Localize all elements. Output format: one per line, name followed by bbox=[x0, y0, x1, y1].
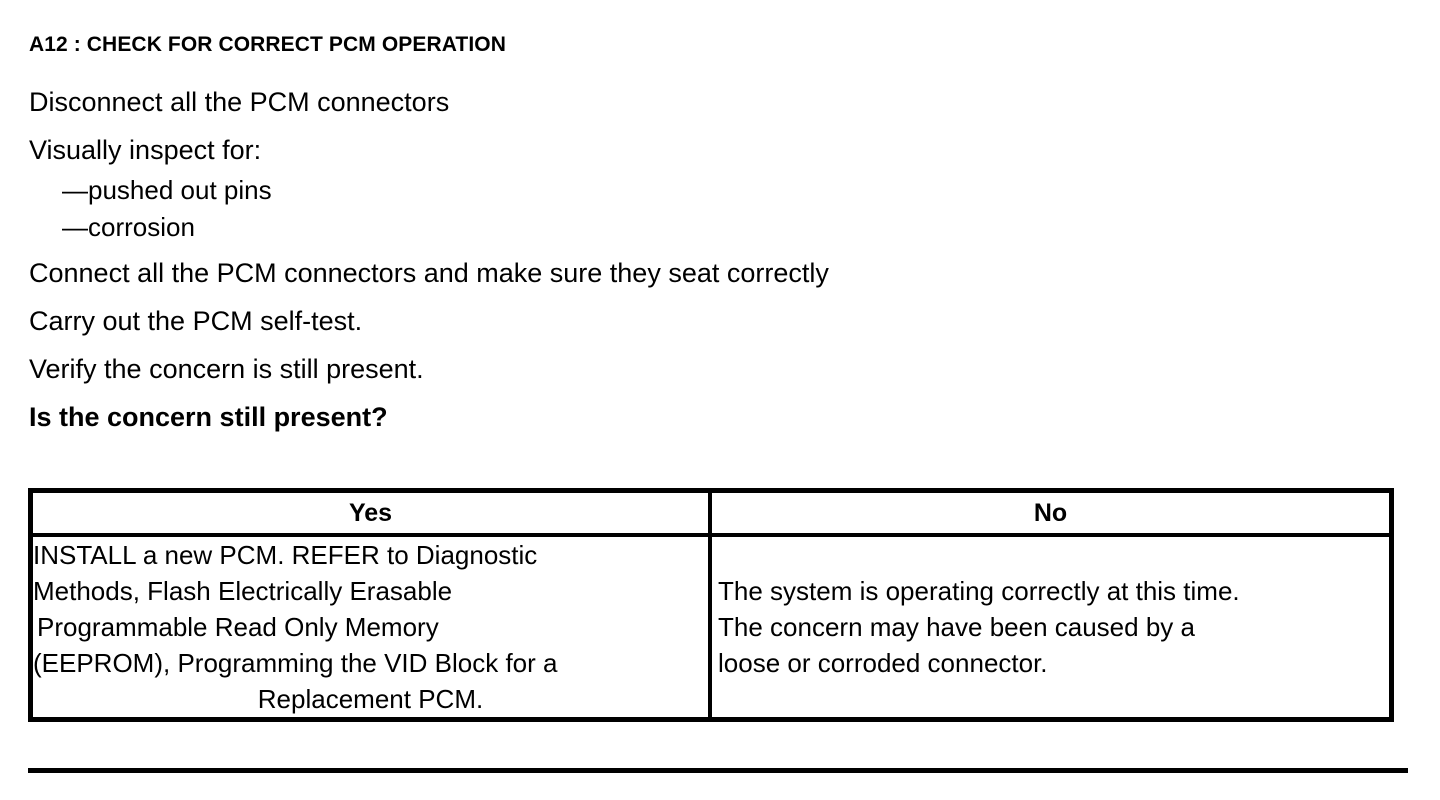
step-line: Visually inspect for: bbox=[29, 135, 262, 165]
cell-text-line: loose or corroded connector. bbox=[718, 648, 1048, 678]
table-header-yes: Yes bbox=[33, 493, 712, 533]
decision-table: Yes No INSTALL a new PCM. REFER to Diagn… bbox=[28, 488, 1394, 722]
list-item: —corrosion bbox=[62, 212, 195, 242]
cell-text-line: The concern may have been caused by a bbox=[718, 612, 1195, 642]
step-line: Verify the concern is still present. bbox=[29, 354, 424, 384]
cell-text-line: Programmable Read Only Memory bbox=[37, 612, 439, 642]
step-line: Disconnect all the PCM connectors bbox=[29, 87, 450, 117]
decision-question: Is the concern still present? bbox=[29, 402, 388, 432]
table-header-row: Yes No bbox=[33, 493, 1389, 537]
procedure-steps: Disconnect all the PCM connectors Visual… bbox=[29, 78, 1399, 441]
cell-text-line: The system is operating correctly at thi… bbox=[718, 576, 1240, 606]
list-item: —pushed out pins bbox=[62, 175, 272, 205]
footer-divider bbox=[28, 768, 1408, 773]
table-row: INSTALL a new PCM. REFER to Diagnostic M… bbox=[33, 537, 1389, 717]
page-title: A12 : CHECK FOR CORRECT PCM OPERATION bbox=[29, 33, 506, 56]
table-cell-yes: INSTALL a new PCM. REFER to Diagnostic M… bbox=[33, 537, 712, 717]
cell-text-line: (EEPROM), Programming the VID Block for … bbox=[33, 648, 558, 678]
table-header-no: No bbox=[1033, 498, 1068, 527]
table-cell-no: The system is operating correctly at thi… bbox=[712, 537, 1389, 717]
cell-text-line: Methods, Flash Electrically Erasable bbox=[33, 576, 453, 606]
cell-text-line: INSTALL a new PCM. REFER to Diagnostic bbox=[33, 540, 538, 570]
step-line: Connect all the PCM connectors and make … bbox=[29, 258, 829, 288]
inspect-item-list: —pushed out pins —corrosion bbox=[29, 172, 1399, 246]
cell-text-line: Replacement PCM. bbox=[257, 684, 484, 714]
step-line: Carry out the PCM self-test. bbox=[29, 306, 363, 336]
